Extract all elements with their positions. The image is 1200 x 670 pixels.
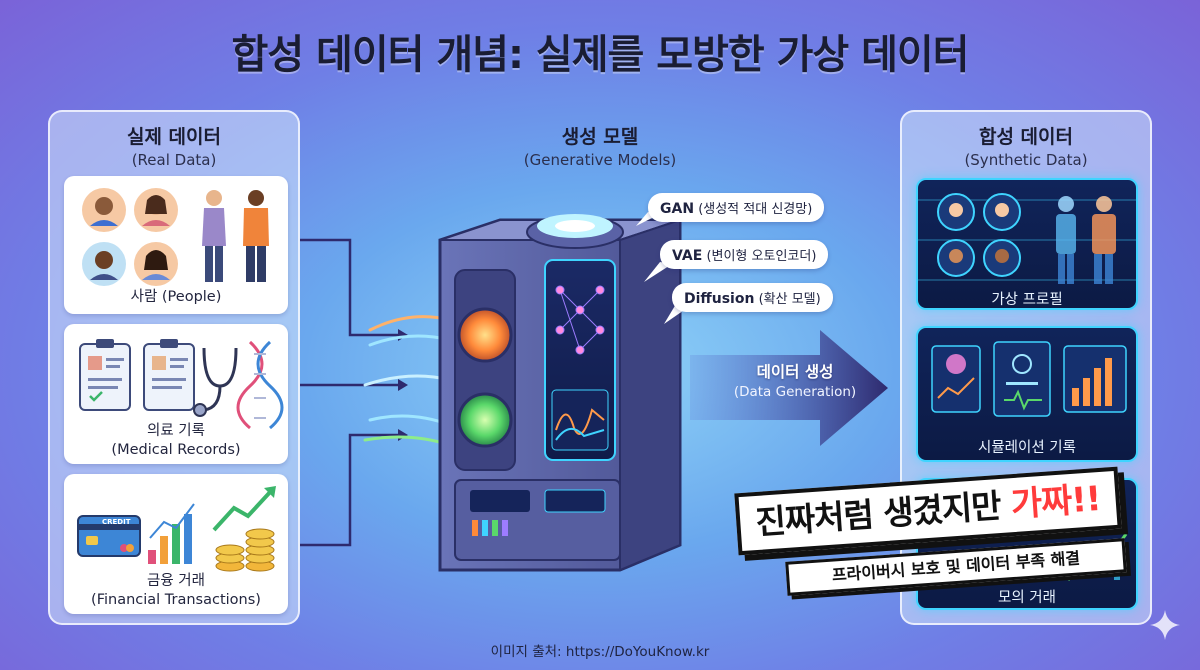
real-data-panel: 실제 데이터 (Real Data) (48, 110, 300, 625)
mock-transactions-caption: 모의 거래 (998, 590, 1056, 606)
simulation-records-card: 시뮬레이션 기록 (916, 326, 1138, 462)
real-data-subtitle: (Real Data) (131, 151, 217, 169)
people-illustration-icon (82, 188, 269, 286)
virtual-profile-caption: 가상 프로필 (991, 292, 1063, 308)
medical-records-caption-en: (Medical Records) (111, 442, 241, 458)
image-credit: 이미지 출처: https://DoYouKnow.kr (490, 644, 710, 660)
data-generation-subtitle: (Data Generation) (733, 384, 857, 400)
generative-machine-icon (438, 214, 682, 572)
financial-caption-ko: 금융 거래 (147, 573, 205, 589)
medical-records-card: 의료 기록 (Medical Records) (64, 324, 288, 464)
model-bubble-diffusion: Diffusion (확산 모델) (672, 283, 833, 312)
simulation-records-illustration-icon (931, 341, 1127, 417)
generative-models-title: 생성 모델 (561, 126, 639, 148)
model-desc-gan: (생성적 적대 신경망) (698, 202, 813, 217)
sparkle-icon (1150, 610, 1180, 640)
model-name-vae: VAE (672, 248, 703, 264)
model-name-diffusion: Diffusion (684, 291, 755, 307)
model-bubble-vae: VAE (변이형 오토인코더) (660, 240, 829, 269)
financial-illustration-icon (77, 486, 276, 572)
synthetic-data-title: 합성 데이터 (978, 126, 1073, 148)
connector-arrowheads (398, 329, 408, 441)
medical-records-caption-ko: 의료 기록 (147, 423, 205, 439)
data-generation-title: 데이터 생성 (756, 363, 834, 381)
simulation-records-caption: 시뮬레이션 기록 (978, 440, 1076, 456)
page-title: 합성 데이터 개념: 실제를 모방한 가상 데이터 (231, 32, 970, 78)
real-data-title: 실제 데이터 (126, 126, 221, 148)
financial-caption-en: (Financial Transactions) (91, 592, 261, 608)
people-card: 사람 (People) (64, 176, 288, 314)
model-desc-diffusion: (확산 모델) (758, 292, 821, 307)
model-name-gan: GAN (660, 201, 695, 217)
people-caption: 사람 (People) (130, 289, 222, 305)
banner-main-text: 진짜처럼 생겼지만 (754, 485, 1013, 543)
data-generation-label: 데이터 생성 (Data Generation) (700, 360, 890, 400)
synthetic-data-subtitle: (Synthetic Data) (964, 151, 1088, 169)
generative-models-subtitle: (Generative Models) (523, 151, 677, 169)
virtual-profile-illustration-icon (918, 193, 1136, 284)
virtual-profile-card: 가상 프로필 (916, 178, 1138, 310)
credit-card-label: CREDIT (102, 518, 131, 526)
banner-accent-text: 가짜!! (1009, 479, 1102, 526)
model-bubble-gan: GAN (생성적 적대 신경망) (648, 193, 825, 222)
data-generation-arrow-icon (690, 330, 888, 446)
model-desc-vae: (변이형 오토인코더) (706, 249, 817, 264)
connector-lines (300, 238, 398, 547)
financial-transactions-card: CREDIT 금융 거래 (Financial Transactions) (64, 474, 288, 614)
generative-models-header: 생성 모델 (Generative Models) (480, 122, 720, 169)
medical-records-illustration-icon (79, 339, 284, 430)
